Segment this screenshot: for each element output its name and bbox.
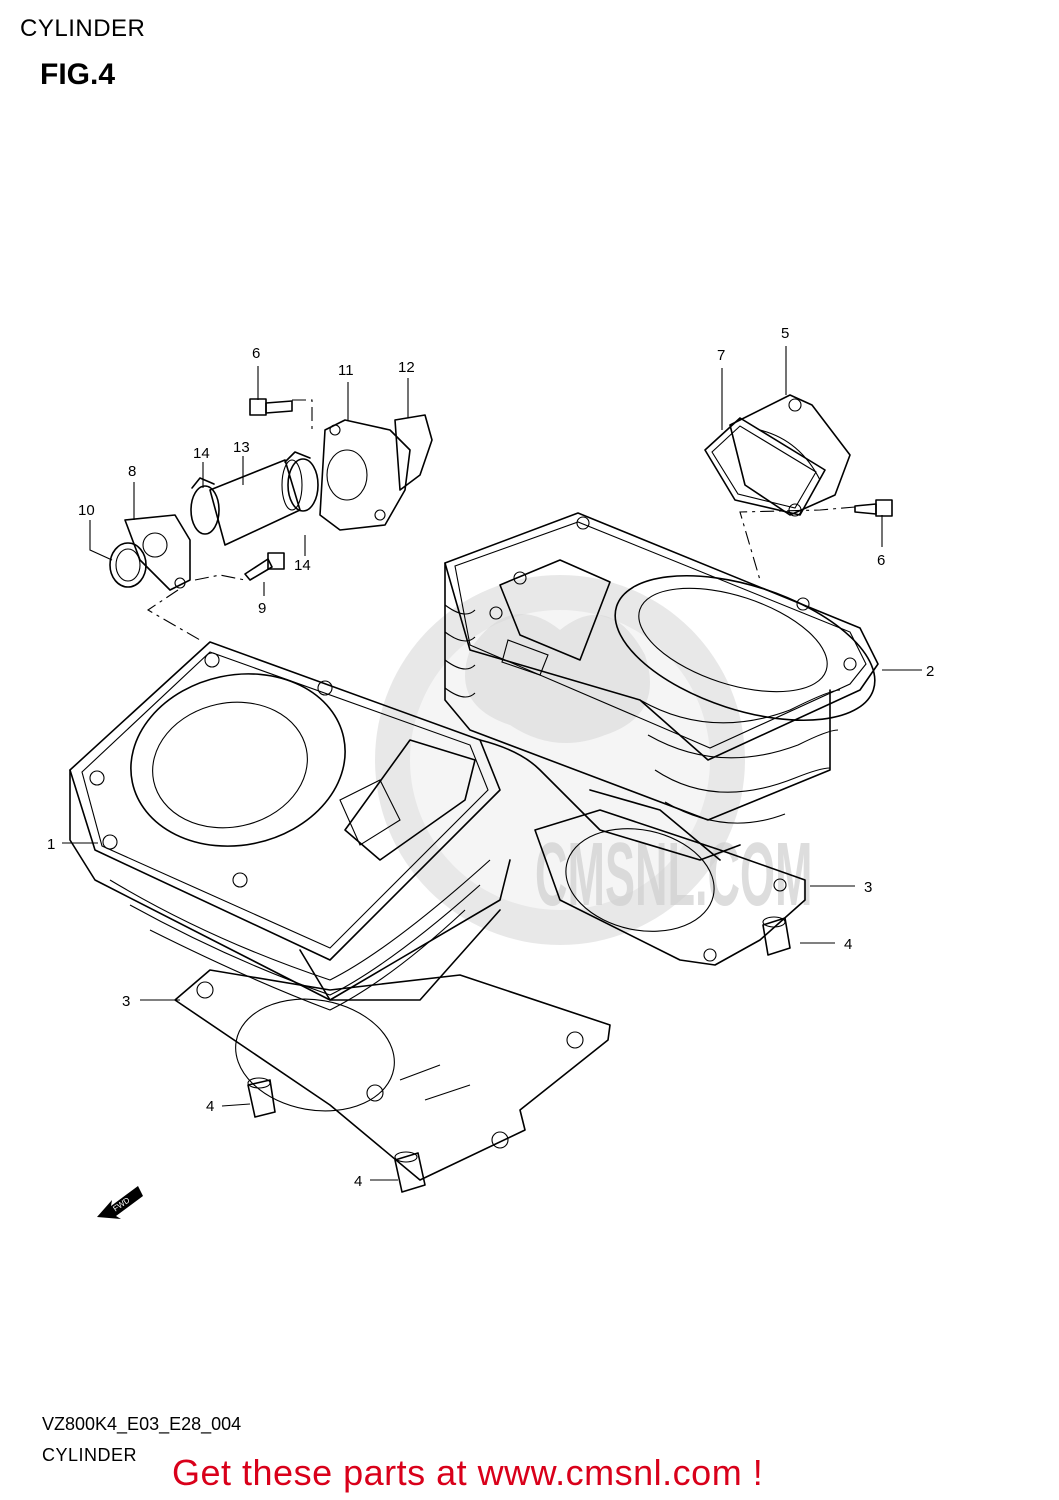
model-code: VZ800K4_E03_E28_004 [42, 1414, 242, 1434]
rear-cylinder [444, 512, 879, 861]
footer-title: CYLINDER [42, 1445, 138, 1465]
callout-7: 7 [717, 347, 725, 364]
figure-label: FIG.4 [40, 58, 116, 91]
watermark-logo-text: CMSNL.COM [535, 825, 812, 925]
callout-1: 1 [47, 836, 55, 853]
callout-5: 5 [781, 325, 789, 342]
callout-12: 12 [398, 359, 415, 376]
front-cylinder [69, 641, 511, 1011]
callout-3: 3 [864, 879, 872, 896]
assembly-lines [146, 399, 856, 641]
hose [209, 459, 303, 546]
callout-2: 2 [926, 663, 934, 680]
callout-6: 6 [252, 345, 260, 362]
water-outlet-cover [729, 394, 851, 517]
callout-11: 11 [338, 362, 354, 379]
clamp-right [284, 451, 319, 512]
gasket-front [174, 969, 611, 1181]
o-ring-cover [704, 417, 826, 516]
gasket-rear [534, 809, 806, 966]
callout-13: 13 [233, 439, 250, 456]
callout-4: 4 [206, 1098, 214, 1115]
o-ring-inlet [109, 542, 147, 588]
callout-4: 4 [844, 936, 852, 953]
o-ring-union [394, 414, 433, 491]
leader-lines [62, 346, 922, 1181]
dowel-pin-1 [247, 1077, 276, 1118]
callout-6: 6 [877, 552, 885, 569]
callout-8: 8 [128, 463, 136, 480]
callout-14: 14 [294, 557, 311, 574]
bolt-6-left [249, 398, 293, 416]
parts-link-banner[interactable]: Get these parts at www.cmsnl.com ! [172, 1452, 764, 1493]
water-outlet-union [319, 419, 411, 531]
callout-9: 9 [258, 600, 266, 617]
forward-arrow-icon: FWD [97, 1186, 143, 1219]
clamp-left [190, 477, 220, 535]
watermark-logo: CMSNL.COM [375, 575, 812, 945]
bolt-6-right [854, 499, 893, 517]
dowel-pin-3 [762, 916, 791, 956]
callout-4: 4 [354, 1173, 362, 1190]
callouts: 1 2 3 3 4 4 4 5 6 6 7 8 9 10 11 12 13 14… [47, 325, 934, 1190]
dowel-pin-2 [394, 1151, 426, 1193]
callout-10: 10 [78, 502, 95, 519]
callout-3: 3 [122, 993, 130, 1010]
callout-14: 14 [193, 445, 210, 462]
bolt-9 [244, 552, 285, 581]
section-title: CYLINDER [20, 15, 146, 42]
